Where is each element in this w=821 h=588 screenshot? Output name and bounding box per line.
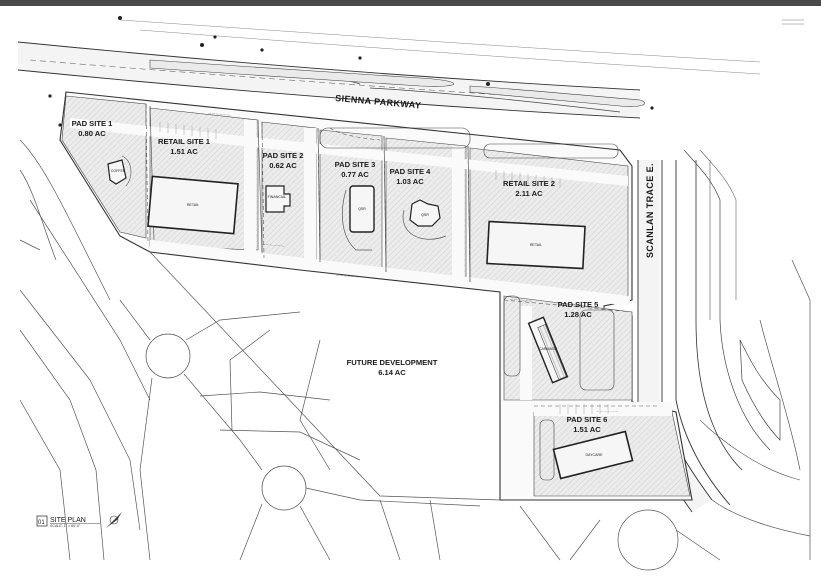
site-name: PAD SITE 4 [390, 167, 432, 176]
site-label-pad-site-4: PAD SITE 4 1.03 AC QSR [390, 167, 432, 217]
buildings [107, 155, 634, 480]
svg-text:— — — — — —: — — — — — — [336, 273, 358, 279]
site-name: PAD SITE 3 [335, 160, 376, 169]
site-label-retail-site-1: RETAIL SITE 1 1.51 AC RETAIL [158, 137, 211, 207]
sheet-top-border [0, 0, 821, 6]
site-name: RETAIL SITE 1 [158, 137, 211, 146]
svg-text:— — — — — —: — — — — — — [596, 409, 618, 413]
scanlan-trace-label: SCANLAN TRACE E. [645, 163, 655, 258]
site-label-pad-site-2: PAD SITE 2 0.62 AC FINANCIAL [263, 151, 304, 199]
site-name: PAD SITE 1 [72, 119, 114, 128]
site-name: RETAIL SITE 2 [503, 179, 555, 188]
svg-text:— — — — — —: — — — — — — [262, 242, 284, 248]
svg-text:— — — — — —: — — — — — — [208, 111, 230, 117]
building-use: FINANCIAL [268, 195, 287, 199]
building-use: RETAIL [530, 243, 542, 247]
drawing-title: SITE PLAN [50, 517, 86, 524]
building-use: QSR [421, 213, 429, 217]
site-area: 1.51 AC [170, 147, 198, 156]
sheet-mark [782, 19, 804, 25]
svg-text:— — — — — —: — — — — — — [510, 297, 532, 303]
future-development-area: 6.14 AC [378, 368, 406, 377]
site-name: PAD SITE 5 [558, 300, 600, 309]
title-block: 01 SITE PLAN SCALE: 1" = 60'-0" [36, 515, 100, 528]
site-label-pad-site-3: PAD SITE 3 0.77 AC QSR [335, 160, 376, 211]
lot-lines [145, 103, 660, 407]
site-label-pad-site-1: PAD SITE 1 0.80 AC COFFEE [72, 119, 126, 173]
building-use: QSR [358, 207, 366, 211]
site-area: 0.62 AC [269, 161, 297, 170]
building-use: DAYCARE [585, 453, 603, 457]
site-area: 1.51 AC [573, 425, 601, 434]
north-arrow-icon [106, 512, 122, 528]
drive-aisles [70, 105, 672, 481]
site-label-future-development: FUTURE DEVELOPMENT 6.14 AC [347, 358, 438, 377]
surrounding-context [19, 139, 811, 571]
drawing-scale: SCALE: 1" = 60'-0" [50, 524, 81, 528]
site-label-pad-site-5: PAD SITE 5 1.28 AC CARWASH [539, 300, 599, 351]
parking-stall-marks [159, 122, 609, 414]
site-area: 1.03 AC [396, 177, 424, 186]
sheet-number: 01 [38, 520, 45, 526]
site-name: PAD SITE 2 [263, 151, 304, 160]
future-development-name: FUTURE DEVELOPMENT [347, 358, 438, 367]
site-name: PAD SITE 6 [567, 415, 608, 424]
site-label-retail-site-2: RETAIL SITE 2 2.11 AC RETAIL [503, 179, 555, 247]
site-label-pad-site-6: PAD SITE 6 1.51 AC DAYCARE [567, 415, 608, 457]
site-area: 0.77 AC [341, 170, 369, 179]
site-area: 2.11 AC [515, 189, 543, 198]
site-area: 1.28 AC [564, 310, 592, 319]
site-area: 0.80 AC [78, 129, 106, 138]
building-use: RETAIL [187, 203, 199, 207]
building-use: COFFEE [111, 169, 126, 173]
setback-notes: — — — — — — — — — — — — — — — — — — — — … [208, 111, 618, 413]
building-use: CARWASH [539, 347, 558, 351]
